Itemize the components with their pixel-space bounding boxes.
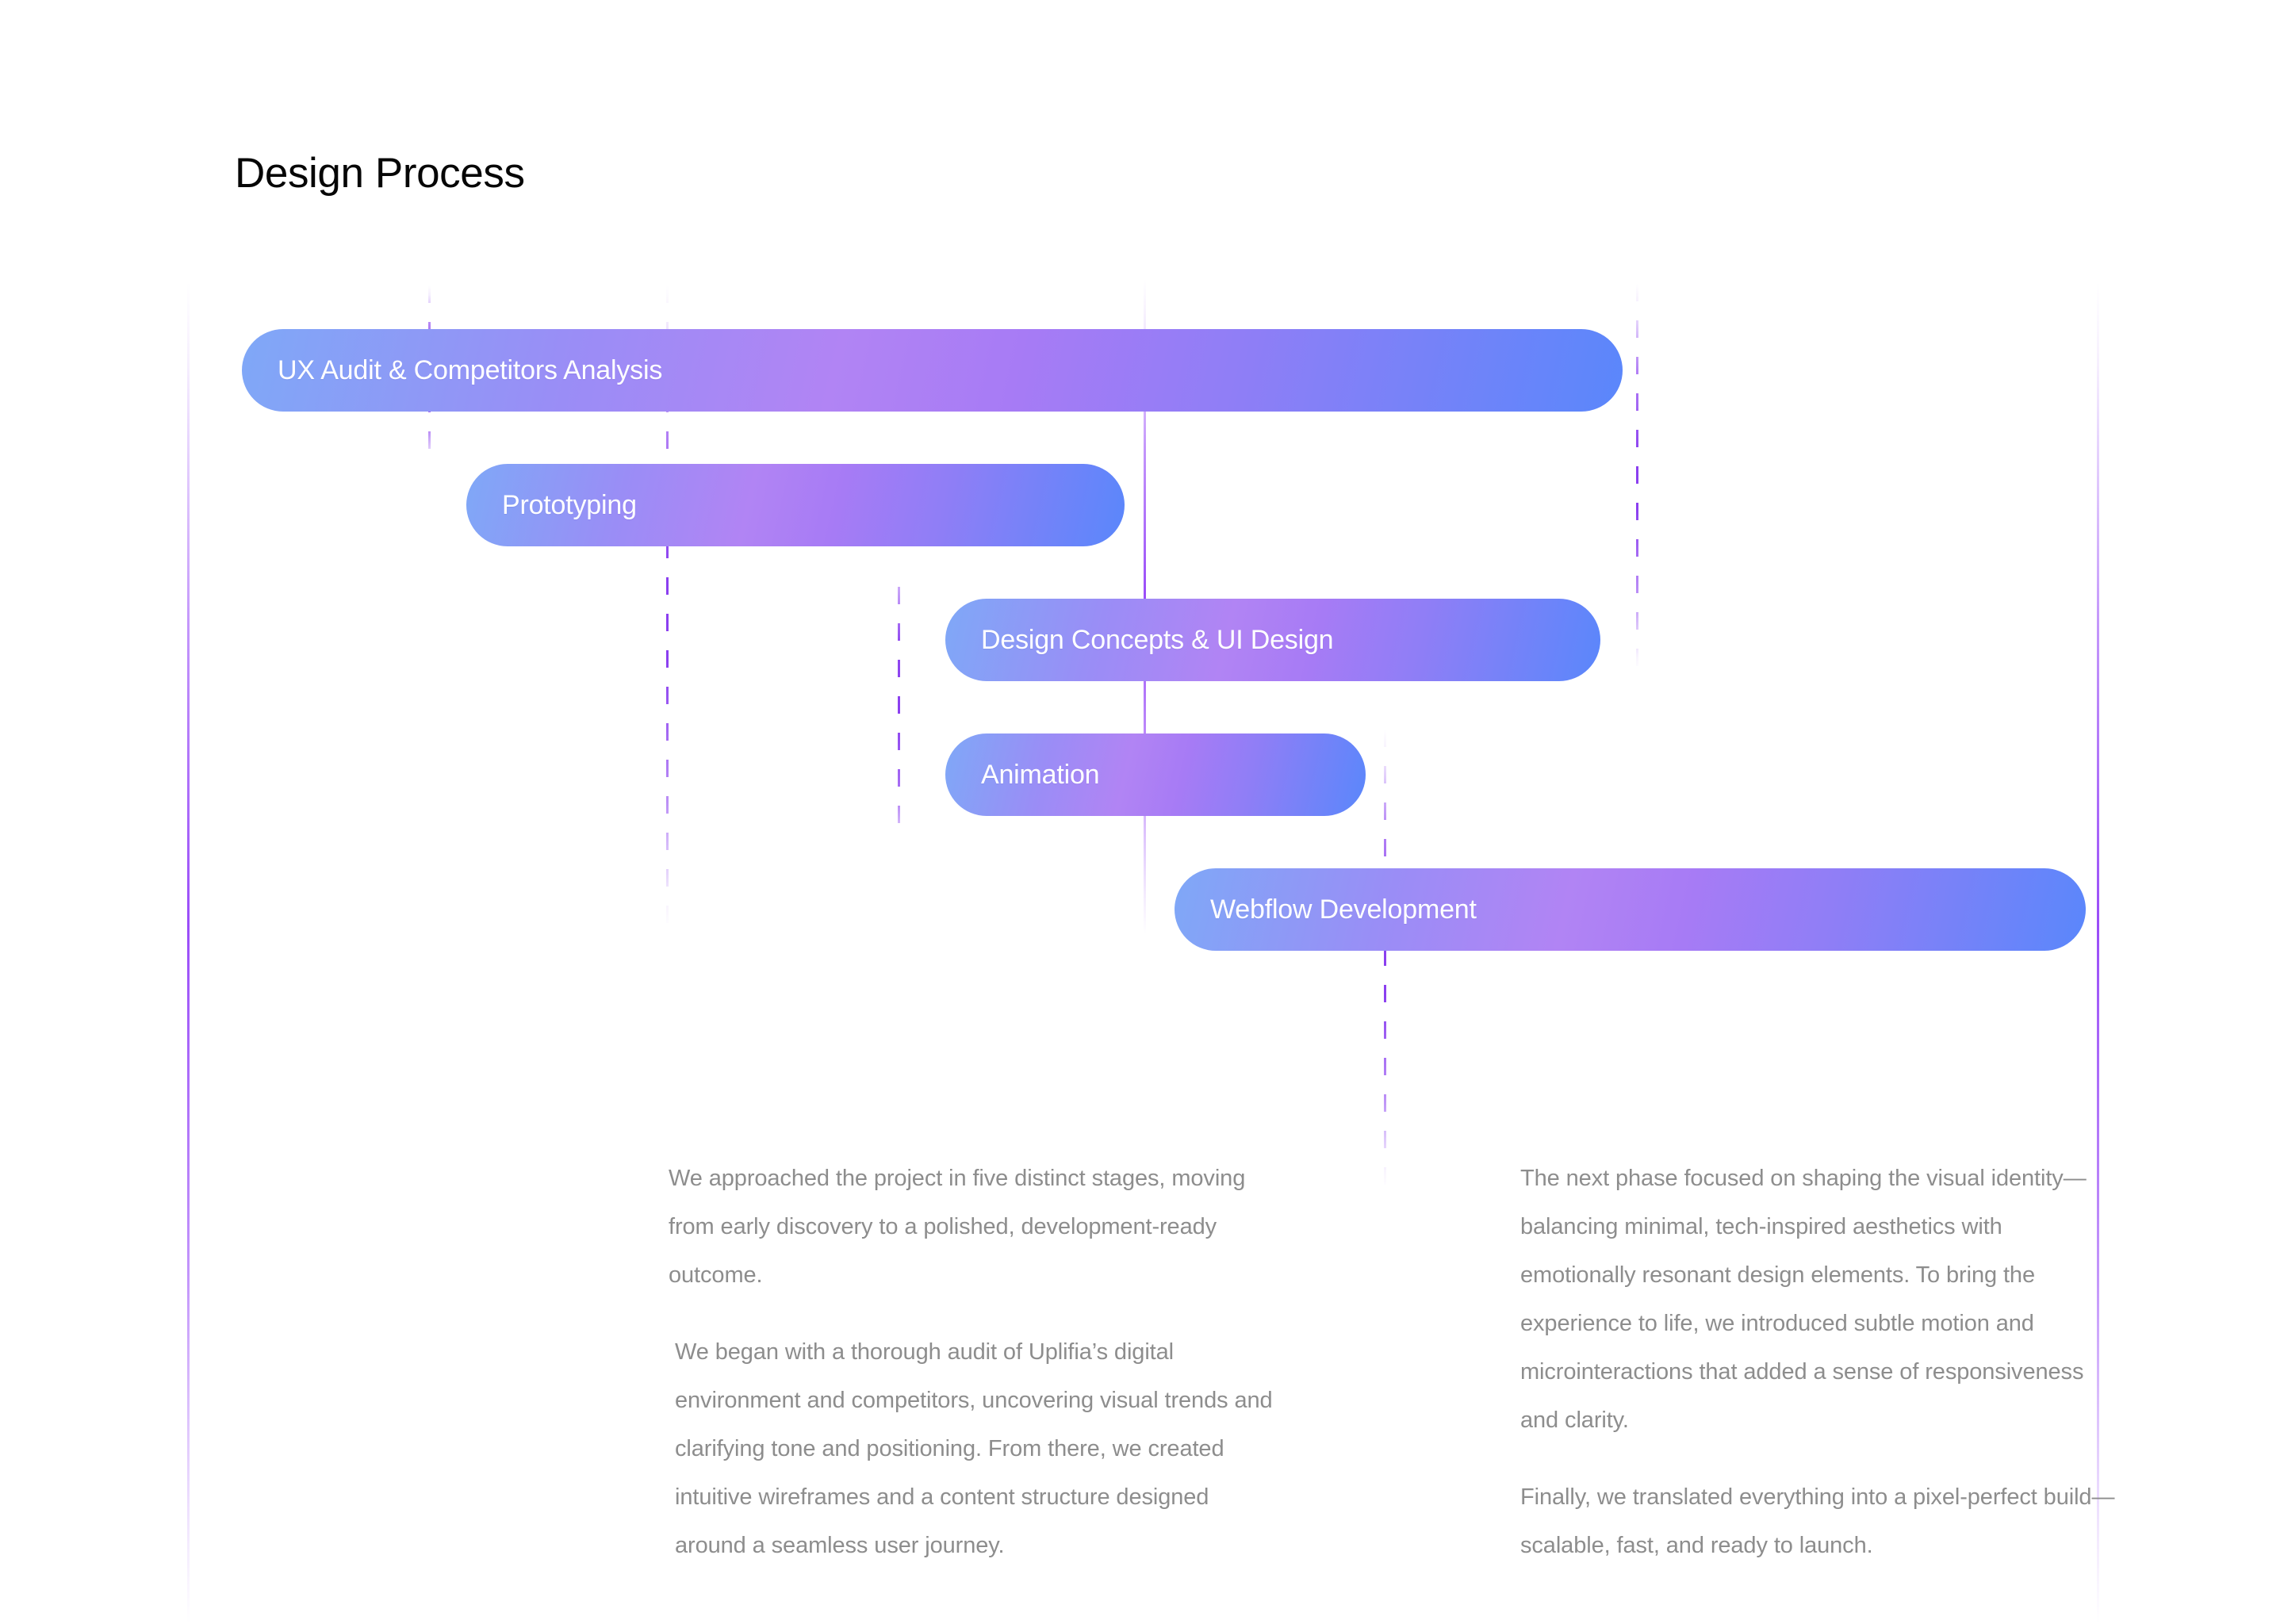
paragraph: Finally, we translated everything into a… bbox=[1520, 1484, 2115, 1558]
paragraph: We began with a thorough audit of Uplifi… bbox=[675, 1339, 1273, 1558]
gantt-bar-label: Animation bbox=[981, 759, 1100, 790]
gantt-bar-webflow-development[interactable]: Webflow Development bbox=[1175, 868, 2086, 951]
gantt-bar-ux-audit[interactable]: UX Audit & Competitors Analysis bbox=[242, 329, 1623, 412]
page-title: Design Process bbox=[235, 150, 525, 197]
gantt-bar-animation[interactable]: Animation bbox=[945, 733, 1366, 816]
gantt-bar-design-concepts[interactable]: Design Concepts & UI Design bbox=[945, 599, 1600, 681]
gridline-frame-right bbox=[2097, 282, 2099, 1624]
gridline-5 bbox=[1384, 730, 1386, 1189]
description-column-left: We approached the project in five distin… bbox=[669, 1155, 1279, 1570]
paragraph: We approached the project in five distin… bbox=[669, 1166, 1246, 1288]
description-column-right: The next phase focused on shaping the vi… bbox=[1520, 1155, 2123, 1570]
gridline-2 bbox=[666, 285, 669, 932]
gantt-bar-label: UX Audit & Competitors Analysis bbox=[278, 354, 663, 385]
gantt-bar-label: Design Concepts & UI Design bbox=[981, 624, 1334, 655]
paragraph: The next phase focused on shaping the vi… bbox=[1520, 1166, 2087, 1433]
gridline-frame-left bbox=[187, 282, 190, 1624]
gridline-6 bbox=[1636, 284, 1638, 672]
gantt-bar-label: Webflow Development bbox=[1210, 894, 1477, 925]
gantt-bar-label: Prototyping bbox=[502, 489, 637, 520]
gridline-3 bbox=[898, 587, 900, 841]
gantt-bar-prototyping[interactable]: Prototyping bbox=[466, 464, 1125, 546]
